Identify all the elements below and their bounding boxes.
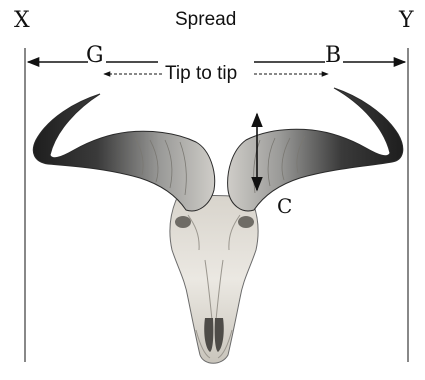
label-spread: Spread xyxy=(175,10,236,29)
label-g: G xyxy=(86,45,104,67)
label-b: B xyxy=(325,45,341,67)
label-y: Y xyxy=(399,10,414,32)
label-c: C xyxy=(277,196,292,216)
label-x: X xyxy=(14,10,30,32)
eye-socket-right xyxy=(238,216,254,228)
eye-socket-left xyxy=(175,216,191,228)
right-horn xyxy=(228,88,403,211)
left-horn xyxy=(33,94,214,211)
label-tip-to-tip: Tip to tip xyxy=(165,64,237,83)
